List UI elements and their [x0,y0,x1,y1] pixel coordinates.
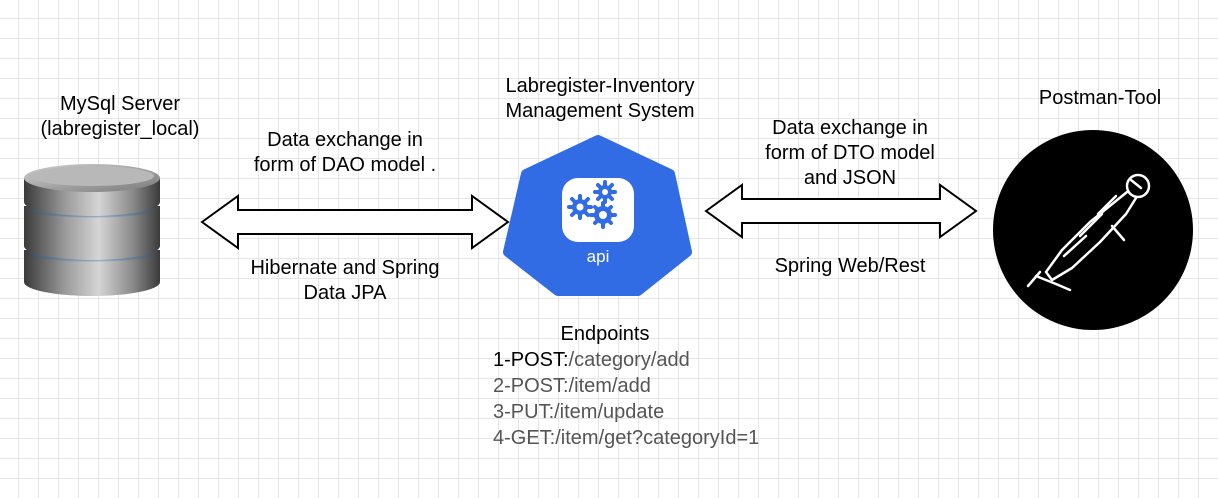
endpoint-item: 4-GET:/item/get?categoryId=1 [493,425,759,451]
endpoint-item: 3-PUT:/item/update [493,399,759,425]
endpoint-item: 2-POST:/item/add [493,373,759,399]
system-title: Labregister-Inventory Management System [470,74,730,124]
left-connection-top-line1: Data exchange in [267,129,423,151]
right-connection-top-line3: and JSON [803,167,897,189]
endpoint-item: 1-POST:/category/add [493,347,759,373]
endpoints-heading: Endpoints [560,323,650,345]
system-title-line2: Management System [505,100,695,122]
gear-icon [567,180,617,229]
right-double-arrow [704,183,978,239]
left-connection-bottom-line1: Hibernate and Spring [250,257,440,279]
endpoint-method: 2-POST: [493,375,569,397]
system-title-line1: Labregister-Inventory [505,75,695,97]
left-connection-top-label: Data exchange in form of DAO model . [210,128,480,178]
right-connection-bottom-line1: Spring Web/Rest [774,255,926,277]
left-connection-top-line2: form of DAO model . [253,154,437,176]
right-connection-top-line1: Data exchange in [772,117,928,139]
api-icon-text: api [587,247,610,266]
database-title-line2: (labregister_local) [40,118,200,140]
left-connection-bottom-line2: Data JPA [303,282,387,304]
endpoint-method: 4-GET: [493,427,556,449]
endpoint-path: /category/add [568,349,690,371]
endpoint-method: 3-PUT: [493,401,555,423]
kubernetes-api-icon: api [503,135,692,296]
postman-logo-icon [993,130,1193,330]
postman-title: Postman-Tool [1038,87,1162,109]
endpoint-path: /item/get?categoryId=1 [555,427,760,449]
right-connection-bottom-label: Spring Web/Rest [720,254,980,279]
right-connection-top-line2: form of DTO model [765,142,935,164]
left-connection-bottom-label: Hibernate and Spring Data JPA [210,256,480,306]
endpoint-path: /item/add [568,375,651,397]
left-double-arrow [200,194,510,250]
database-icon [24,164,160,296]
database-title-line1: MySql Server [59,93,181,115]
database-title: MySql Server (labregister_local) [10,92,230,142]
endpoint-method: 1-POST: [493,349,569,371]
endpoint-path: /item/update [554,401,665,423]
endpoints-list: 1-POST:/category/add 2-POST:/item/add 3-… [493,347,759,451]
right-connection-top-label: Data exchange in form of DTO model and J… [720,116,980,191]
